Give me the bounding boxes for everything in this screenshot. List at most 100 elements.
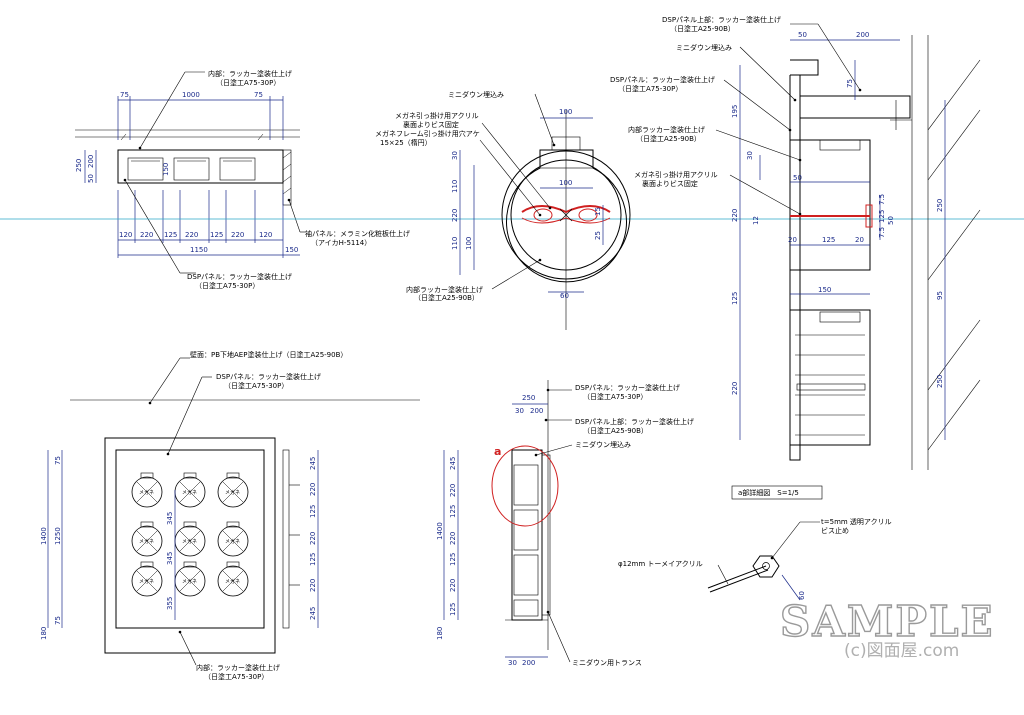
sec-note-downlight: ミニダウン埋込み [676,43,732,52]
sec-note-inner: 内部ラッカー塗装仕上げ [628,125,705,134]
sec-dim-r3: 250 [936,375,944,388]
elev-dim-l2: 1250 [54,527,62,545]
side-dim-l6: 220 [449,579,457,592]
elev-note-wall: 壁面：PB下地AEP塗装仕上げ（日塗工A25-90B） [190,350,347,359]
elev-dim-r6: 220 [309,579,317,592]
elev-note-panel-sub: （日塗工A75-30P） [224,381,288,390]
detail-dim: 60 [798,591,806,600]
side-dim-l2: 220 [449,484,457,497]
side-dim-l1: 245 [449,457,457,470]
detail-marker: a [494,445,501,458]
side-note-panel-sub: （日塗工A75-30P） [583,392,647,401]
sec-dim-l5: 220 [731,382,739,395]
plan-dim-b6: 220 [231,231,244,239]
elevation-view: メガネメガネメガネメガネメガネメガネメガネメガネメガネ 1400 75 1250… [40,350,420,681]
side-view: a 250 30 200 1400 245 220 125 220 125 22… [436,380,694,667]
sec-note-panel: DSPパネル：ラッカー塗装仕上げ [610,75,715,84]
detail-note-rod: φ12mm トーメイアクリル [618,560,703,568]
side-note-top-sub: （日塗工A25-90B） [583,426,648,435]
side-dim-bottom: 180 [436,627,444,640]
round-dim-r1: 15 [594,207,602,216]
sec-dim-s1: 7.5 [878,194,886,205]
plan-dim-left-3: 50 [87,174,95,183]
round-note-inner-sub: （日塗工A25-90B） [414,293,479,302]
elev-note-panel: DSPパネル：ラッカー塗装仕上げ [216,372,321,381]
elev-dim-r5: 125 [309,553,317,566]
glasses-label: メガネ [139,489,154,496]
elev-dim-l1: 75 [54,456,62,465]
sec-note-top: DSPパネル上部：ラッカー塗装仕上げ [662,15,781,24]
plan-dim-b1: 120 [119,231,132,239]
plan-dim-b3: 125 [164,231,177,239]
plan-view: 75 1000 75 250 200 50 150 120 220 125 22… [75,69,410,290]
sec-dim-v-top: 75 [846,79,854,88]
sec-note-acrylic: メガネ引っ掛け用アクリル [634,170,718,179]
glasses-label: メガネ [182,538,197,545]
round-dim-l1: 30 [451,151,459,160]
plan-note-inner: 内部：ラッカー塗装仕上げ [208,69,292,78]
round-dim-bottom: 60 [560,292,569,300]
plan-dim-b4: 220 [185,231,198,239]
sec-dim-top-1: 50 [798,31,807,39]
glasses-label: メガネ [182,578,197,585]
watermark-sub: (c)図面屋.com [844,641,959,661]
round-view: 100 100 30 110 220 110 100 15 25 60 ミニダウ… [0,90,1024,330]
glasses-holder-8: メガネ [217,561,249,597]
glasses-label: メガネ [139,578,154,585]
round-dim-r2: 25 [594,231,602,240]
round-dim-l5: 100 [465,237,473,250]
side-dim-t2: 30 [515,407,524,415]
elev-dim-r2: 220 [309,483,317,496]
sec-note-acrylic-sub: 裏面よりビス固定 [642,179,698,188]
sec-note-panel-sub: （日塗工A75-30P） [618,84,682,93]
round-dim-inner-w: 100 [559,179,572,187]
glasses-label: メガネ [225,538,240,545]
glasses-holder-6: メガネ [131,561,163,597]
side-dim-b1: 30 [508,659,517,667]
sec-dim-top-2: 200 [856,31,869,39]
round-note-inner: 内部ラッカー塗装仕上げ [406,285,483,294]
glasses-holder-3: メガネ [131,521,163,557]
side-dim-b2: 200 [522,659,535,667]
plan-dim-left-2: 200 [87,155,95,168]
side-dim-l4: 220 [449,532,457,545]
sec-dim-i5: 20 [855,236,864,244]
round-dim-l4: 110 [451,237,459,250]
round-note-hole-sub: 15×25（楕円） [380,138,432,147]
round-dim-l3: 220 [451,209,459,222]
sec-dim-i1: 50 [793,174,802,182]
sec-dim-r1: 250 [936,199,944,212]
round-note-acrylic: メガネ引っ掛け用アクリル [395,111,479,120]
elev-dim-r1: 245 [309,457,317,470]
elev-dim-l3: 75 [54,616,62,625]
plan-note-inner-sub: （日塗工A75-30P） [216,78,280,87]
elev-note-inner-sub: （日塗工A75-30P） [204,672,268,681]
elev-dim-c2: 345 [166,552,174,565]
elev-dim-c1: 345 [166,512,174,525]
side-note-trans: ミニダウン用トランス [572,658,642,667]
detail-note-acrylic: t=5mm 透明アクリル [821,518,892,526]
section-view: 50 200 75 195 30 220 125 220 50 12 20 12… [610,15,981,470]
plan-note-panel: DSPパネル：ラッカー塗装仕上げ [187,272,292,281]
plan-dim-top-left: 75 [120,91,129,99]
elev-dim-c3: 355 [166,597,174,610]
sec-dim-s3: 7.5 [878,227,886,238]
plan-dim-b7: 120 [259,231,272,239]
glasses-grid: メガネメガネメガネメガネメガネメガネメガネメガネメガネ [131,472,249,597]
sec-dim-i2: 12 [752,216,760,225]
sec-dim-s4: 50 [887,216,895,225]
sec-note-top-sub: （日塗工A25-90B） [670,24,735,33]
side-dim-l7: 125 [449,603,457,616]
glasses-holder-1: メガネ [174,472,206,508]
side-note-panel: DSPパネル：ラッカー塗装仕上げ [575,383,680,392]
plan-note-side: 袖パネル：メラミン化粧板仕上げ [305,229,410,238]
plan-dim-top-mid: 1000 [182,91,200,99]
sec-dim-mid: 150 [818,286,831,294]
sec-dim-l2: 30 [746,151,754,160]
side-dim-l5: 125 [449,553,457,566]
side-dim-t1: 250 [522,394,535,402]
plan-dim-top-right: 75 [254,91,263,99]
watermark: SAMPLE [780,597,995,646]
round-note-hole: メガネフレーム引っ掛け用穴アケ [375,129,480,138]
glasses-holder-7: メガネ [174,561,206,597]
